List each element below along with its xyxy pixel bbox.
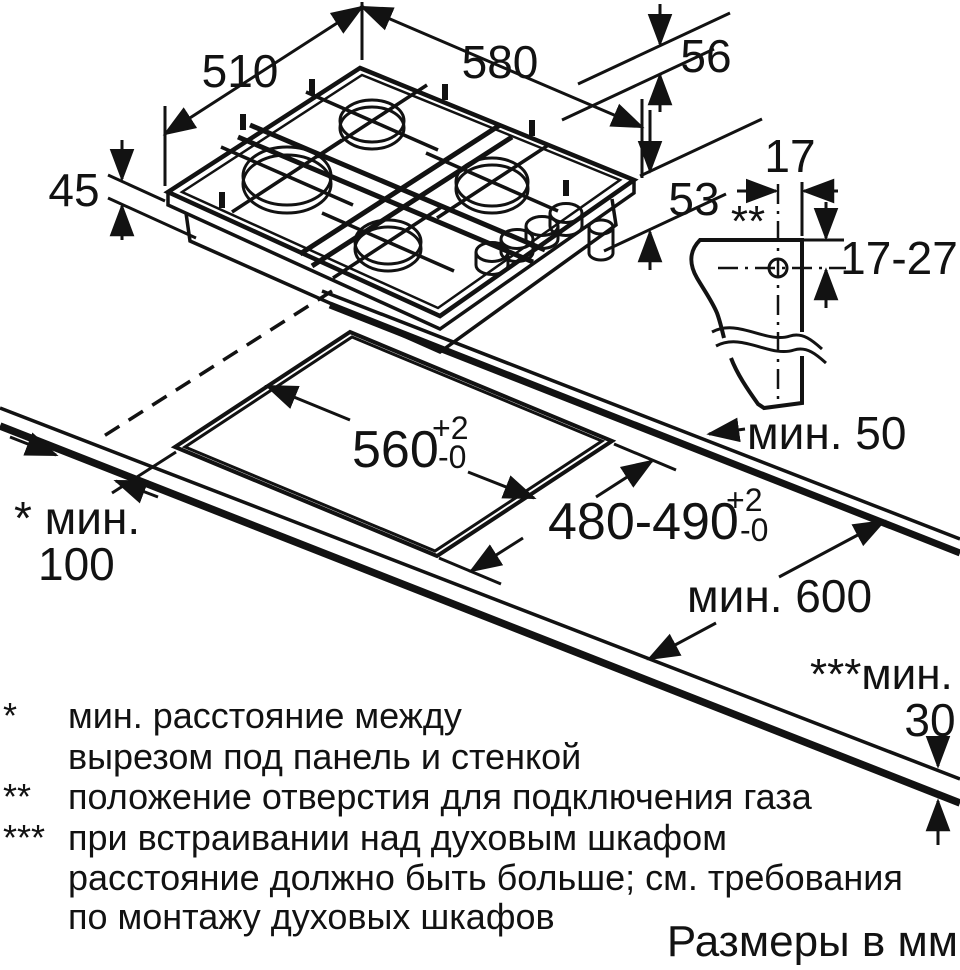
- dim-hob-depth-label: 510: [202, 45, 279, 97]
- gas-connection-detail: [689, 184, 846, 411]
- dim-cutout-width-label: 560: [352, 421, 439, 479]
- cutout-inner-edge: [181, 335, 606, 553]
- dim-cutout-width-tol-minus: -0: [438, 439, 466, 475]
- dimension-lines: [9, 2, 951, 845]
- dim-wall-clearance-label: * мин.: [14, 492, 140, 544]
- dim-side-clearance-label: мин. 50: [747, 407, 906, 459]
- gas-pipe: [587, 218, 615, 262]
- hob-plate-side: [166, 180, 636, 332]
- cabinet-profile-outline: [689, 238, 804, 411]
- footnote-3-line-1: при встраивании над духовым шкафом: [68, 817, 727, 858]
- hob-plate-rim: [179, 73, 623, 310]
- dim-arrow-min50: [706, 417, 746, 443]
- dim-front-clearance-value: 30: [904, 694, 955, 746]
- dim-hob-width-label: 580: [462, 36, 539, 88]
- burner-front: [353, 218, 423, 273]
- dim-built-in-depth-label: 53: [668, 173, 719, 225]
- control-knobs: [474, 202, 584, 276]
- worktop-front-edge-thick: [0, 422, 960, 807]
- dim-gas-hole-range-label: 17-27: [840, 232, 958, 284]
- dim-arrow-min100-a: [9, 432, 59, 457]
- dim-cutout-depth-tol-plus: +2: [726, 482, 762, 518]
- dim-arrow-min600-down: [646, 621, 717, 661]
- hob-isometric-view: [163, 65, 639, 355]
- dim-worktop-depth-label: мин. 600: [687, 570, 872, 622]
- dim-line-510: [162, 5, 365, 136]
- knob: [524, 215, 560, 250]
- gas-hole-marker: **: [731, 197, 765, 246]
- footnote-1-marker: *: [3, 695, 17, 736]
- hob-projection-dashed-line: [95, 289, 333, 443]
- gas-hole: [767, 257, 789, 279]
- dim-arrow-560-left: [264, 384, 351, 422]
- footnote-3-marker: ***: [3, 817, 45, 858]
- cutout-outer-edge: [170, 329, 617, 559]
- dim-line-580: [359, 5, 645, 129]
- profile-break-wave: [711, 326, 827, 365]
- dim-cutout-depth-label: 480-490: [548, 493, 739, 551]
- burner-right: [454, 156, 530, 215]
- worktop-back-edge-thick: [328, 301, 960, 557]
- dim-arrow-560-right: [467, 470, 537, 500]
- worktop-cutout-view: [0, 289, 960, 807]
- hob-base-box: [184, 198, 618, 355]
- footnote-1-line-2: вырезом под панель и стенкой: [68, 736, 581, 777]
- footnote-2-line-1: положение отверстия для подключения газа: [68, 776, 813, 817]
- dim-cutout-depth-tol-minus: -0: [740, 512, 768, 548]
- knob: [548, 202, 584, 237]
- dim-gas-hole-offset-label: 17: [764, 130, 815, 182]
- dim-front-clearance-label: ***мин.: [810, 650, 953, 699]
- footnote-3-line-3: по монтажу духовых шкафов: [68, 896, 555, 937]
- dim-arrow-480-up: [595, 459, 655, 499]
- worktop-back-edge-thin: [321, 289, 960, 541]
- footnote-3-line-2: расстояние должно быть больше; см. требо…: [68, 857, 903, 898]
- worktop-front-edge-thin: [0, 406, 960, 781]
- dim-profile-height-label: 56: [680, 30, 731, 82]
- dim-cutout-width-tol-plus: +2: [432, 410, 468, 446]
- footnotes: * мин. расстояние между вырезом под пане…: [3, 695, 903, 937]
- dim-wall-clearance-value: 100: [38, 538, 115, 590]
- burner-back: [338, 98, 406, 151]
- footnote-2-marker: **: [3, 776, 31, 817]
- burner-left: [241, 145, 333, 215]
- dim-height-above-label: 45: [48, 164, 99, 216]
- dim-arrow-min100-b: [113, 479, 159, 504]
- dim-arrow-min600-up: [778, 519, 887, 579]
- units-note: Размеры в мм: [667, 917, 958, 966]
- dim-arrow-480-down: [468, 536, 524, 573]
- footnote-1-line-1: мин. расстояние между: [68, 695, 462, 736]
- knob: [474, 241, 510, 276]
- knob: [499, 228, 535, 263]
